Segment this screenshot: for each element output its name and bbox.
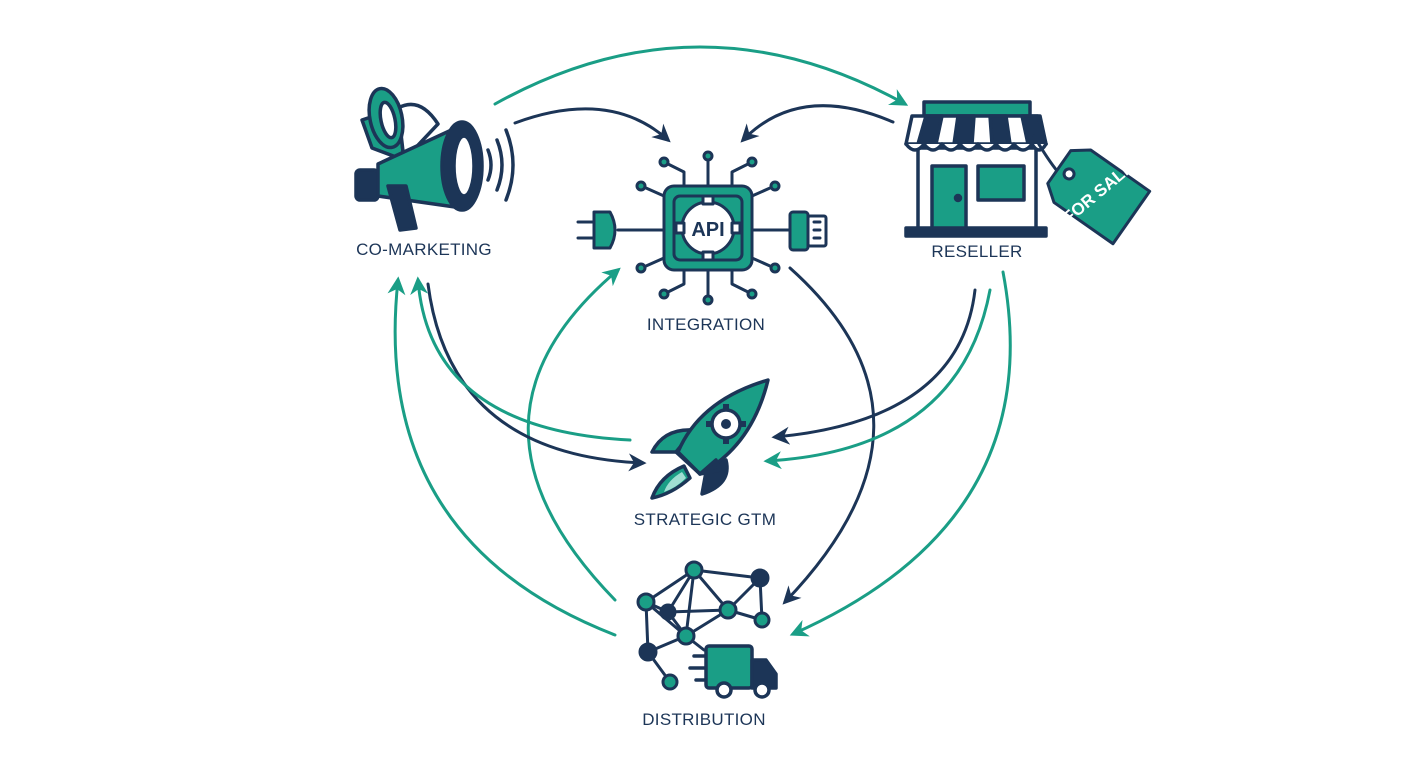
arrow-integration-to-distribution: [782, 266, 876, 605]
arrow-gtm-to-comarketing: [410, 276, 632, 442]
integration-label: INTEGRATION: [646, 315, 766, 334]
arrow-distribution-to-integration: [526, 267, 621, 602]
api-chip-icon: [635, 150, 781, 306]
rocket-gear-icon: [706, 404, 746, 444]
arrow-reseller-to-gtm-teal: [763, 288, 992, 470]
arrow-comarketing-to-reseller: [493, 45, 909, 106]
co-marketing-label: CO-MARKETING: [356, 240, 492, 259]
network-graph-icon: [636, 560, 771, 691]
arrow-comarketing-to-gtm: [426, 282, 647, 472]
arrow-reseller-to-integration: [740, 104, 895, 143]
strategic-gtm-label: STRATEGIC GTM: [633, 510, 777, 529]
arrow-reseller-to-gtm: [771, 288, 977, 445]
gear-icon: [674, 194, 742, 262]
megaphone-icon: [354, 86, 515, 232]
reseller-label: RESELLER: [931, 242, 1023, 261]
rocket-icon: [650, 378, 770, 500]
api-chip-text: API: [691, 219, 724, 241]
usb-connector-icon: [750, 210, 828, 252]
plug-icon: [576, 210, 666, 250]
for-sale-tag-icon: [1032, 134, 1152, 246]
connector-arrows: [387, 45, 1012, 637]
arrow-comarketing-to-integration: [513, 107, 671, 143]
arrow-distribution-to-comarketing: [387, 276, 617, 637]
distribution-label: DISTRIBUTION: [642, 710, 766, 729]
storefront-icon: [904, 100, 1048, 238]
delivery-truck-icon: [688, 644, 778, 699]
arrow-reseller-to-distribution: [789, 270, 1012, 637]
